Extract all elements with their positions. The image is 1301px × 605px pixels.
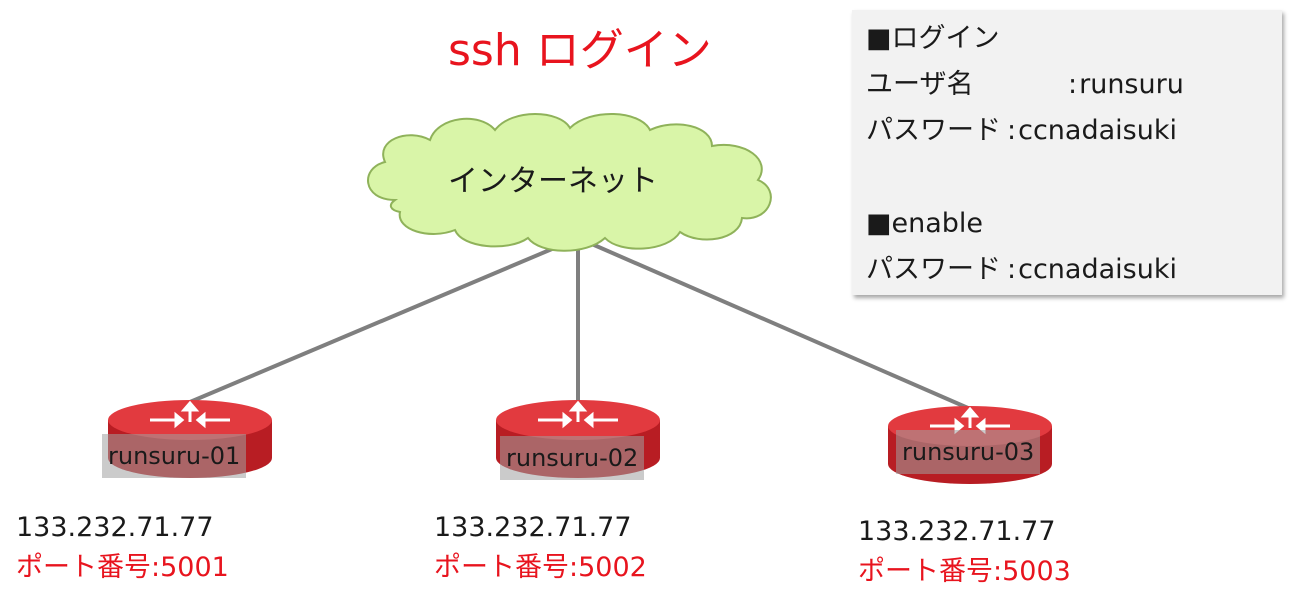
router-02-ip: 133.232.71.77	[434, 512, 632, 543]
internet-cloud-icon	[367, 112, 772, 252]
credentials-box: ■ログイン ユーザ名:runsuru パスワード:ccnadaisuki ■en…	[852, 10, 1282, 295]
enable-password-separator: :	[1007, 254, 1017, 285]
login-header: ■ログイン	[866, 23, 1000, 54]
login-password-separator: :	[1007, 115, 1017, 146]
router-01-port: ポート番号:5001	[16, 552, 229, 583]
router-name-02: runsuru-02	[500, 436, 645, 480]
login-password-row: パスワード:ccnadaisuki	[866, 108, 1282, 154]
router-name-01: runsuru-01	[102, 434, 247, 478]
router-01-ip: 133.232.71.77	[16, 512, 214, 543]
router-name-03: runsuru-03	[896, 430, 1041, 474]
login-password-label: パスワード	[866, 115, 1001, 146]
username-label: ユーザ名	[866, 69, 974, 100]
router-02-port: ポート番号:5002	[434, 552, 647, 583]
router-01-info: 133.232.71.77 ポート番号:5001	[16, 508, 229, 588]
username-separator: :	[1068, 69, 1078, 100]
username-value: runsuru	[1079, 69, 1184, 100]
username-row: ユーザ名:runsuru	[866, 62, 1282, 108]
enable-password-value: ccnadaisuki	[1018, 254, 1177, 285]
link-to-runsuru-01	[189, 236, 579, 404]
router-03-ip: 133.232.71.77	[858, 516, 1056, 547]
link-to-runsuru-03	[577, 236, 969, 410]
cloud-label: インターネット	[448, 164, 658, 199]
router-02-info: 133.232.71.77 ポート番号:5002	[434, 508, 647, 588]
router-03-port: ポート番号:5003	[858, 556, 1071, 587]
enable-password-label: パスワード	[866, 254, 1001, 285]
enable-header: ■enable	[866, 208, 984, 239]
network-links	[189, 236, 969, 410]
router-03-info: 133.232.71.77 ポート番号:5003	[858, 512, 1071, 592]
enable-password-row: パスワード:ccnadaisuki	[866, 247, 1282, 293]
diagram-title: ssh ログイン	[448, 25, 712, 76]
login-password-value: ccnadaisuki	[1018, 115, 1177, 146]
